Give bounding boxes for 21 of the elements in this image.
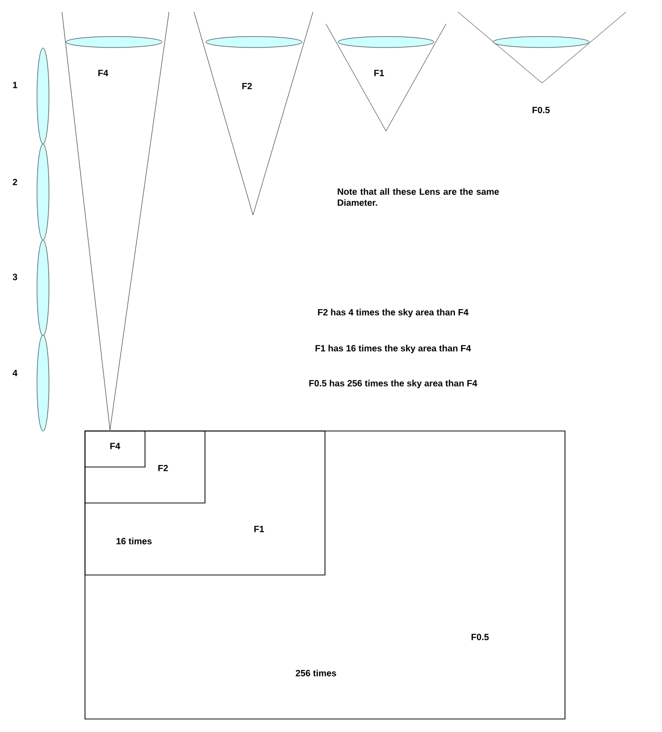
node-label: F4	[98, 70, 108, 76]
lens-cone: F4	[62, 12, 170, 430]
lens-ellipse	[36, 144, 50, 240]
comparison-text: F1 has 16 times the sky area than F4	[316, 344, 471, 354]
lens-number: 1	[13, 82, 18, 88]
node-label: F0.5	[532, 106, 550, 114]
lens-cone: F1	[326, 24, 446, 132]
lens-number: 3	[12, 274, 18, 280]
node-label: F1	[374, 70, 384, 76]
lens-number: 2	[12, 178, 18, 186]
lens-cone: F2	[194, 12, 314, 216]
lens-ellipse	[36, 240, 50, 336]
lens-cone: F0.5	[458, 12, 626, 114]
note-text: Note that all these Lens are the same Diameter.	[338, 188, 499, 206]
comparison-text: F2 has 4 times the sky area than F4	[318, 308, 468, 318]
lens-number: 4	[12, 370, 18, 376]
lens-ellipse	[36, 334, 50, 432]
node-label: F2	[242, 82, 252, 90]
comparison-text: F0.5 has 256 times the sky area than F4	[309, 380, 478, 388]
area-box: F4	[84, 430, 146, 468]
lens-ellipse	[36, 48, 50, 144]
